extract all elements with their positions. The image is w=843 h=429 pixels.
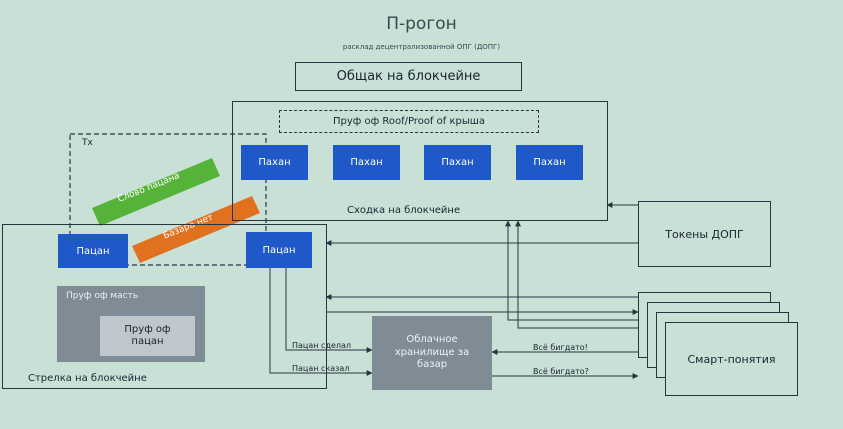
bazara-net-arrow bbox=[132, 196, 260, 263]
tx-dashed-frame bbox=[69, 133, 267, 266]
obshchak-box: Общак на блокчейне bbox=[295, 62, 522, 91]
edge-smart-skhodka-1 bbox=[505, 220, 638, 321]
edge-patsan-sdelal bbox=[285, 268, 373, 353]
smart-label: Смарт-понятия bbox=[687, 352, 776, 366]
cloud-label: Облачное хранилище за базар bbox=[394, 334, 470, 371]
proof-roof-box: Пруф оф Roof/Proof of крыша bbox=[279, 110, 539, 133]
tx-label: Tx bbox=[82, 138, 93, 148]
skhodka-label: Сходка на блокчейне bbox=[347, 205, 461, 216]
proof-patsan-label: Пруф оф пацан bbox=[124, 323, 171, 348]
patsan-label-left: Пацан bbox=[76, 245, 110, 257]
pakhan-label-3: Пахан bbox=[441, 157, 474, 168]
smart-box: Смарт-понятия bbox=[665, 322, 798, 396]
pakhan-node-1: Пахан bbox=[241, 145, 308, 180]
strelka-label: Стрелка на блокчейне bbox=[28, 373, 147, 384]
pakhan-node-4: Пахан bbox=[516, 145, 583, 180]
edge-label-patsan-skazal: Пацан сказал bbox=[292, 364, 350, 373]
pakhan-label-2: Пахан bbox=[350, 157, 383, 168]
proof-roof-label: Пруф оф Roof/Proof of крыша bbox=[332, 116, 486, 127]
skhodka-container bbox=[232, 101, 608, 221]
tokens-box: Токены ДОПГ bbox=[638, 201, 771, 267]
diagram-subtitle: расклад децентрализованной ОПГ (ДОПГ) bbox=[342, 43, 501, 51]
patsan-label-right: Пацан bbox=[262, 244, 296, 256]
edge-patsan-skazal bbox=[269, 268, 373, 376]
strelka-container bbox=[2, 224, 327, 389]
edge-smart-skhodka-2 bbox=[515, 220, 638, 329]
obshchak-label: Общак на блокчейне bbox=[336, 69, 481, 84]
pakhan-node-3: Пахан bbox=[424, 145, 491, 180]
diagram-title: П-рогон bbox=[386, 14, 457, 34]
tokens-label: Токены ДОПГ bbox=[665, 227, 744, 241]
edge-label-vse-bigdato-q: Всё бигдато? bbox=[533, 367, 589, 376]
slovo-patsana-arrow bbox=[92, 158, 220, 226]
edge-label-vse-bigdato: Всё бигдато! bbox=[533, 343, 588, 352]
pakhan-node-2: Пахан bbox=[333, 145, 400, 180]
proof-patsan-box: Пруф оф пацан bbox=[100, 316, 195, 356]
pakhan-label-1: Пахан bbox=[258, 157, 291, 168]
edge-label-patsan-sdelal: Пацан сделал bbox=[292, 341, 352, 350]
pakhan-label-4: Пахан bbox=[533, 157, 566, 168]
cloud-box: Облачное хранилище за базар bbox=[372, 316, 492, 390]
patsan-node-left: Пацан bbox=[58, 234, 128, 268]
patsan-node-right: Пацан bbox=[246, 232, 312, 268]
proof-mast-label: Пруф оф масть bbox=[66, 291, 139, 301]
